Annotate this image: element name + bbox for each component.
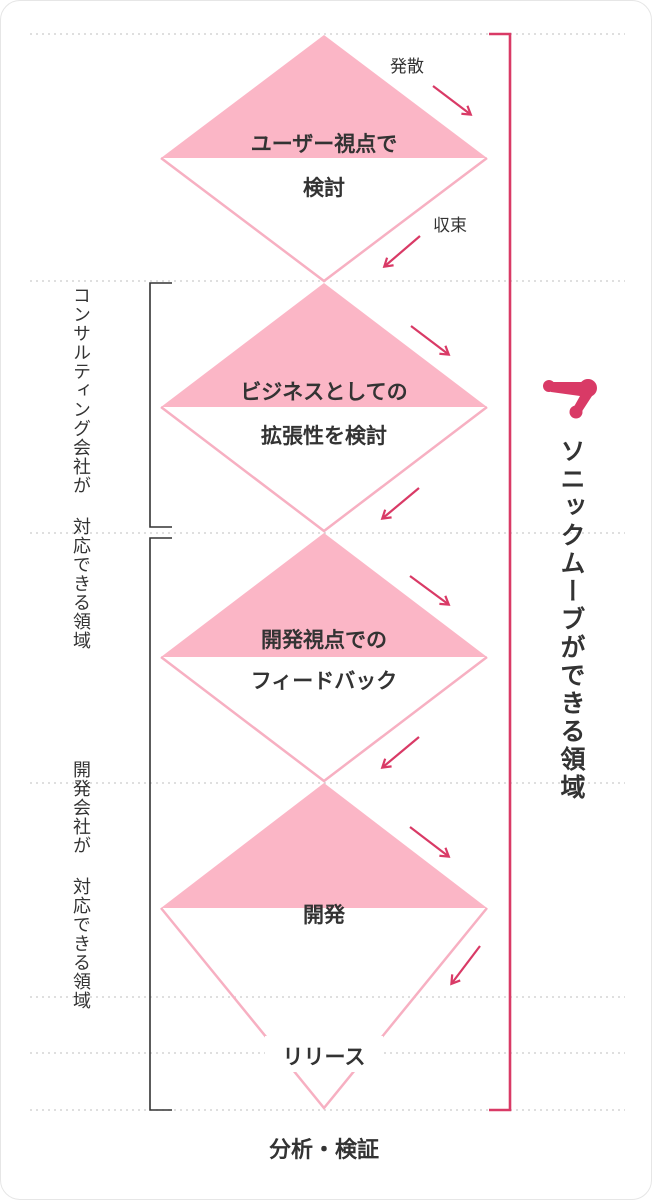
release-label-backdrop <box>265 1036 383 1072</box>
diverge-arrow-icon <box>409 575 451 606</box>
diamond-bottom-outline <box>160 656 488 783</box>
development-bracket <box>149 537 172 1111</box>
converge-arrow-icon <box>450 945 481 986</box>
diverge-arrow-icon <box>409 826 451 858</box>
step-3-bottom-label: フィードバック <box>250 669 398 693</box>
diamond-step-3 <box>160 533 488 783</box>
converge-label: 収束 <box>433 216 467 236</box>
converge-arrow-icon <box>380 487 420 520</box>
development-region-label: 開発会社が 対応できる領域 <box>68 760 92 1010</box>
diamond-top-fill <box>161 783 487 908</box>
consulting-region-line-2: 対応できる領域 <box>70 517 91 650</box>
sonicmoov-bracket <box>489 32 512 1112</box>
sonicmoov-logo-icon <box>543 379 597 419</box>
diverge-label: 発散 <box>390 57 424 77</box>
diverge-arrow-icon <box>432 85 473 116</box>
diamond-bottom-outline <box>160 157 488 283</box>
step-2-top-label: ビジネスとしての <box>240 380 408 404</box>
sonicmoov-region-label: ソニックムーブができる領域 <box>557 438 586 802</box>
development-region-line-1: 開発会社が <box>70 760 91 855</box>
converge-arrow-icon <box>382 235 421 269</box>
diverge-arrow-icon <box>410 325 451 356</box>
step-3-top-label: 開発視点での <box>261 628 387 652</box>
footer-label: 分析・検証 <box>268 1138 380 1163</box>
step-4-bottom-label: リリース <box>282 1045 366 1069</box>
development-region-line-2: 対応できる領域 <box>70 877 91 1010</box>
diamond-bottom-outline <box>160 907 488 1110</box>
diamond-top-fill <box>161 533 487 657</box>
diamond-step-2 <box>160 283 488 533</box>
diamond-top-fill <box>161 283 487 407</box>
consulting-region-line-1: コンサルティング会社が <box>70 286 91 495</box>
consulting-bracket <box>149 282 172 528</box>
step-4-top-label: 開発 <box>303 903 345 927</box>
diamond-step-1 <box>160 35 488 283</box>
step-1-bottom-label: 検討 <box>303 176 345 200</box>
consulting-region-label: コンサルティング会社が 対応できる領域 <box>68 286 92 650</box>
diamond-top-fill <box>161 35 487 158</box>
step-1-top-label: ユーザー視点で <box>250 132 398 156</box>
step-2-bottom-label: 拡張性を検討 <box>261 424 387 448</box>
diamond-bottom-outline <box>160 406 488 533</box>
arrows <box>380 85 481 986</box>
diamond-step-4 <box>160 783 488 1110</box>
converge-arrow-icon <box>380 736 420 769</box>
